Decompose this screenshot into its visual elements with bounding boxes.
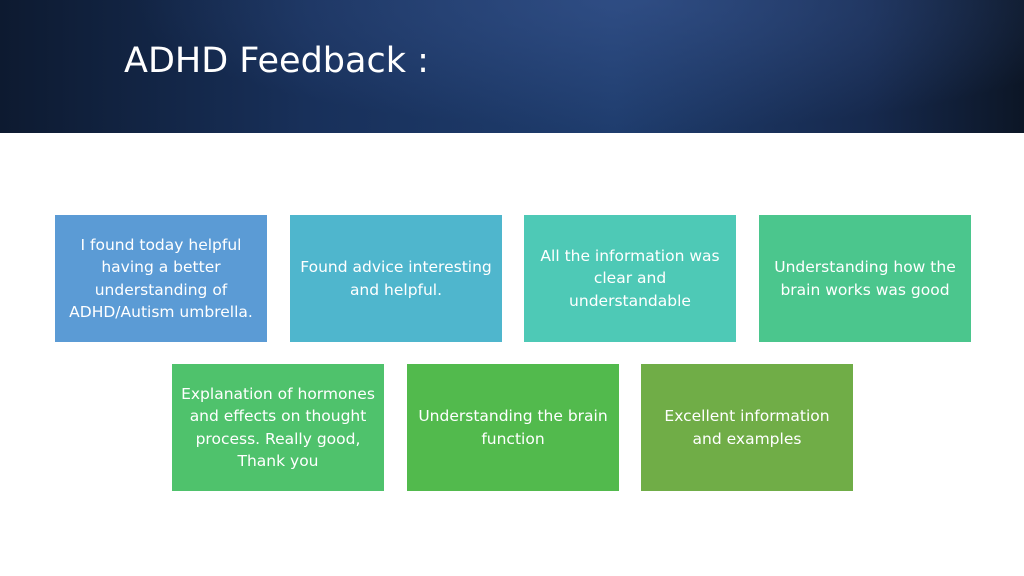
feedback-card-7: Excellent information and examples [641, 364, 853, 491]
feedback-card-text: I found today helpful having a better un… [69, 235, 253, 322]
feedback-card-text: All the information was clear and unders… [540, 246, 720, 310]
feedback-card-1: I found today helpful having a better un… [55, 215, 267, 342]
feedback-card-5: Explanation of hormones and effects on t… [172, 364, 384, 491]
feedback-card-3: All the information was clear and unders… [524, 215, 736, 342]
feedback-card-text: Understanding how the brain works was go… [774, 258, 956, 299]
feedback-card-4: Understanding how the brain works was go… [759, 215, 971, 342]
feedback-card-6: Understanding the brain function [407, 364, 619, 491]
feedback-card-text: Explanation of hormones and effects on t… [181, 384, 375, 471]
feedback-card-2: Found advice interesting and helpful. [290, 215, 502, 342]
title-banner: ADHD Feedback : [0, 0, 1024, 133]
feedback-card-text: Understanding the brain function [418, 407, 608, 448]
feedback-card-text: Excellent information and examples [664, 407, 830, 448]
slide-title: ADHD Feedback : [124, 41, 429, 81]
feedback-card-text: Found advice interesting and helpful. [300, 258, 492, 299]
